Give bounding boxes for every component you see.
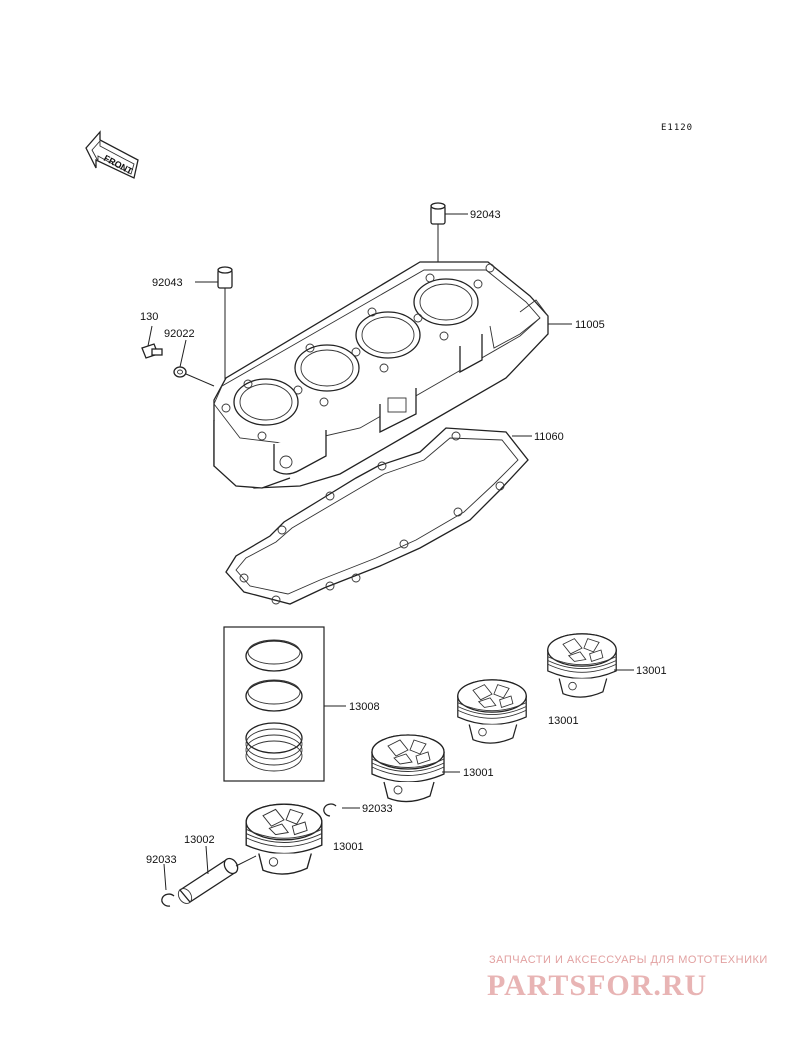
callout-pin-upper: 92043 <box>470 209 501 221</box>
callout-piston-ring-set: 13008 <box>349 701 380 713</box>
callout-piston-4: 13001 <box>636 665 667 677</box>
piston-3 <box>457 679 527 744</box>
washer-part <box>173 339 215 387</box>
front-arrow-icon: FRONT <box>85 130 139 179</box>
piston-1 <box>245 803 323 875</box>
callout-piston-2: 13001 <box>463 767 494 779</box>
watermark-tagline: ЗАПЧАСТИ И АКСЕССУАРЫ ДЛЯ МОТОТЕХНИКИ <box>489 954 768 966</box>
dowel-pin-left <box>195 266 233 388</box>
circlip-right <box>323 803 360 817</box>
callout-piston-pin: 13002 <box>184 834 215 846</box>
piston-4 <box>547 633 634 698</box>
callout-cylinder-block: 11005 <box>575 319 605 331</box>
bolt-part <box>141 325 163 359</box>
cylinder-block <box>213 261 572 489</box>
piston-2 <box>371 734 460 803</box>
piston-ring-set <box>223 626 346 782</box>
diagram-code: E1120 <box>661 123 693 133</box>
circlip-left <box>161 863 175 907</box>
callout-piston-3: 13001 <box>548 715 579 727</box>
dowel-pin-upper <box>430 202 468 262</box>
callout-bolt: 130 <box>140 311 158 323</box>
callout-pin-left: 92043 <box>152 277 183 289</box>
callout-circlip-left: 92033 <box>146 854 177 866</box>
callout-washer: 92022 <box>164 328 195 340</box>
callout-circlip-right: 92033 <box>362 803 393 815</box>
watermark-logo: PARTSFOR.RU <box>487 969 707 1002</box>
callout-piston-1: 13001 <box>333 841 364 853</box>
base-gasket <box>225 427 532 605</box>
piston-pin <box>177 845 257 904</box>
callout-base-gasket: 11060 <box>534 431 564 443</box>
